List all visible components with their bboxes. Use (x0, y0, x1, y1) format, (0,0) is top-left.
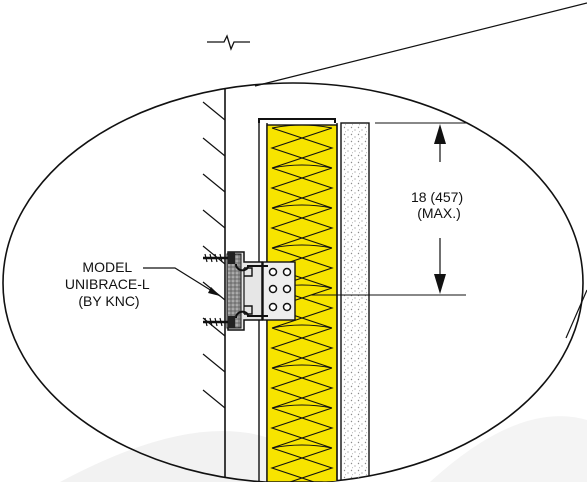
anchor-screw-top (203, 252, 235, 264)
wall-hatch-stroke (202, 353, 226, 373)
dimension-line-text: 18 (457) (411, 189, 463, 205)
hook-screw (235, 310, 268, 319)
wall-break-symbol (207, 34, 250, 51)
plate-screw (282, 284, 292, 294)
callout-line: MODEL (82, 259, 132, 275)
callout-leader (143, 267, 221, 297)
anchor-screw-bottom (203, 316, 235, 328)
plate-screw (268, 267, 278, 277)
plate-screw (282, 267, 292, 277)
wall-hatch-stroke (202, 389, 226, 409)
wall-hatch-stroke (202, 209, 226, 229)
plate-screw (282, 302, 292, 312)
dimension-label: 18 (457) (MAX.) (411, 189, 467, 221)
detail-callout-ellipse (2, 82, 584, 482)
dimension-arrow-down (434, 274, 446, 294)
plate-screw (268, 302, 278, 312)
wall-hatch-stroke (202, 137, 226, 157)
unibrace-l-bracket (203, 251, 296, 331)
dimension-line-text: (MAX.) (417, 205, 461, 221)
wall-hatch-stroke (202, 83, 226, 85)
structural-wall (202, 83, 226, 482)
wall-hatch-stroke (202, 173, 226, 193)
hook-screw (235, 263, 268, 272)
background-shading (60, 416, 587, 482)
dimension-line (311, 122, 466, 296)
callout-line: UNIBRACE-L (65, 276, 150, 292)
top-channel (258, 118, 336, 123)
dimension-arrow-up (434, 124, 446, 144)
cladding-stucco (336, 122, 370, 482)
callout-label: MODEL UNIBRACE-L (BY KNC) (65, 259, 153, 309)
wall-hatch-stroke (202, 101, 226, 121)
callout-line: (BY KNC) (78, 293, 139, 309)
leader-line-top (254, 2, 587, 87)
plate-screw (268, 284, 278, 294)
leader-line-right (565, 289, 587, 339)
wall-hatch-stroke (202, 317, 226, 337)
